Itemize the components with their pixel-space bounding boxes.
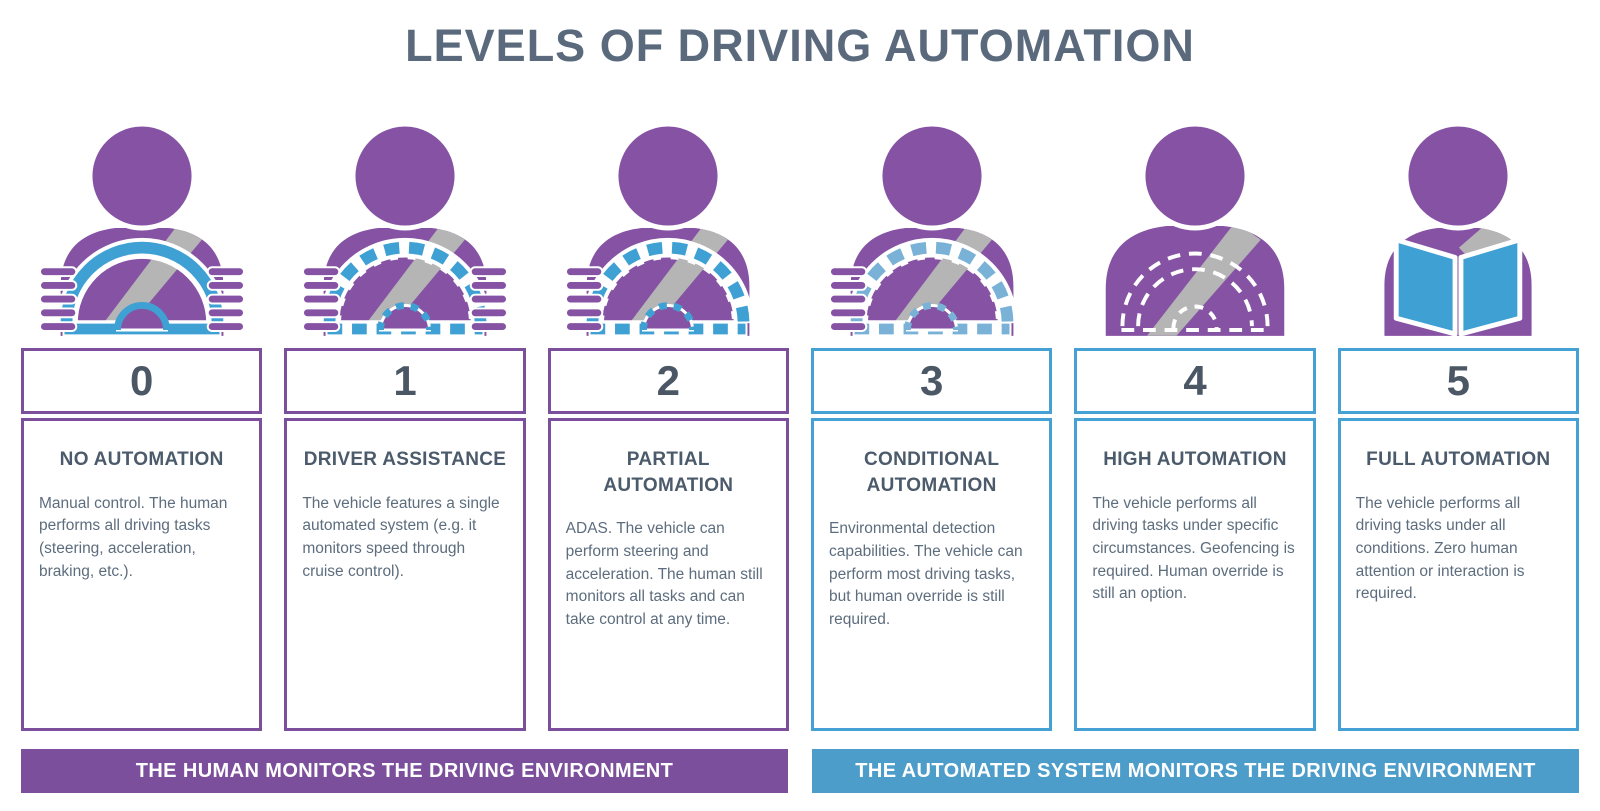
level-number-box: 1 <box>284 348 526 414</box>
driver-solid-wheel-two-hands-icon <box>21 116 262 336</box>
level-title: PARTIAL AUTOMATION <box>603 449 734 496</box>
level-2-card: 2 PARTIAL AUTOMATION ADAS. The vehicle c… <box>547 348 789 731</box>
level-0-card: 0 NO AUTOMATION Manual control. The huma… <box>21 348 263 731</box>
level-card-body: FULL AUTOMATION The vehicle performs all… <box>1337 418 1579 731</box>
level-1-column: 1 DRIVER ASSISTANCE The vehicle features… <box>284 116 526 731</box>
level-number: 5 <box>1446 357 1470 404</box>
driver-hands-free-ghost-wheel-icon <box>1074 116 1315 336</box>
level-card-body: DRIVER ASSISTANCE The vehicle features a… <box>284 418 526 731</box>
level-card-body: PARTIAL AUTOMATION ADAS. The vehicle can… <box>547 418 789 731</box>
level-3-card: 3 CONDITIONAL AUTOMATION Environmental d… <box>810 348 1053 731</box>
page-title: LEVELS OF DRIVING AUTOMATION <box>405 20 1195 71</box>
level-description: The vehicle performs all driving tasks u… <box>1092 494 1295 603</box>
level-number: 0 <box>129 357 154 404</box>
level-title: HIGH AUTOMATION <box>1103 449 1287 470</box>
level-title: DRIVER ASSISTANCE <box>303 449 507 470</box>
level-title: CONDITIONAL AUTOMATION <box>864 449 1000 496</box>
banner-human-monitors: THE HUMAN MONITORS THE DRIVING ENVIRONME… <box>21 749 788 793</box>
level-card-body: NO AUTOMATION Manual control. The human … <box>21 418 263 731</box>
level-4-column: 4 HIGH AUTOMATION The vehicle performs a… <box>1074 116 1316 731</box>
levels-grid: 0 NO AUTOMATION Manual control. The huma… <box>0 116 1600 731</box>
level-title: NO AUTOMATION <box>59 449 224 470</box>
driver-dashed-wheel-two-hands-icon <box>284 116 525 336</box>
level-description: The vehicle features a single automated … <box>302 494 500 580</box>
level-card-body: CONDITIONAL AUTOMATION Environmental det… <box>810 418 1053 731</box>
level-number-box: 4 <box>1074 348 1316 414</box>
level-number: 4 <box>1183 357 1207 404</box>
driver-dashed-wheel-one-hand-icon <box>548 116 789 336</box>
level-number-box: 5 <box>1337 348 1579 414</box>
level-description: Environmental detection capabilities. Th… <box>828 520 1023 628</box>
level-number: 3 <box>919 357 944 404</box>
level-description: ADAS. The vehicle can perform steering a… <box>565 520 763 628</box>
monitoring-banners: THE HUMAN MONITORS THE DRIVING ENVIRONME… <box>0 749 1600 793</box>
level-number-box: 3 <box>810 348 1053 414</box>
level-card-body: HIGH AUTOMATION The vehicle performs all… <box>1074 418 1316 731</box>
level-4-card: 4 HIGH AUTOMATION The vehicle performs a… <box>1074 348 1316 731</box>
banner-automated-system-monitors: THE AUTOMATED SYSTEM MONITORS THE DRIVIN… <box>812 749 1579 793</box>
level-3-column: 3 CONDITIONAL AUTOMATION Environmental d… <box>810 116 1053 731</box>
level-number: 1 <box>393 357 417 404</box>
level-number: 2 <box>656 357 680 404</box>
level-description: Manual control. The human performs all d… <box>39 494 228 580</box>
level-description: The vehicle performs all driving tasks u… <box>1355 494 1525 603</box>
level-0-column: 0 NO AUTOMATION Manual control. The huma… <box>21 116 263 731</box>
passenger-reading-book-icon <box>1338 116 1579 336</box>
level-1-card: 1 DRIVER ASSISTANCE The vehicle features… <box>284 348 526 731</box>
level-number-box: 0 <box>21 348 263 414</box>
level-2-column: 2 PARTIAL AUTOMATION ADAS. The vehicle c… <box>547 116 789 731</box>
level-title: FULL AUTOMATION <box>1366 449 1551 470</box>
level-5-column: 5 FULL AUTOMATION The vehicle performs a… <box>1337 116 1579 731</box>
driver-faded-dashed-wheel-one-hand-icon <box>811 116 1052 336</box>
level-5-card: 5 FULL AUTOMATION The vehicle performs a… <box>1337 348 1579 731</box>
level-number-box: 2 <box>547 348 789 414</box>
